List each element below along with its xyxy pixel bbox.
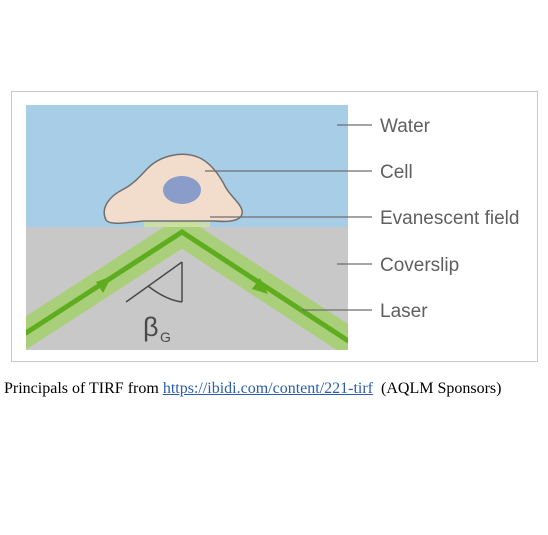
angle-ray — [125, 261, 183, 303]
angle-subscript: G — [160, 329, 171, 345]
caption-prefix: Principals of TIRF from — [4, 380, 163, 397]
cell-nucleus — [163, 176, 201, 204]
figure-caption: Principals of TIRF from https://ibidi.co… — [4, 380, 548, 398]
label-coverslip: Coverslip — [380, 255, 459, 276]
laser-beam — [26, 229, 348, 344]
laser-arrow-in — [96, 276, 112, 293]
label-water: Water — [380, 116, 431, 137]
angle-arc — [147, 285, 183, 303]
label-cell: Cell — [380, 162, 413, 183]
caption-link[interactable]: https://ibidi.com/content/221-tirf — [162, 380, 374, 397]
label-laser: Laser — [380, 301, 428, 322]
caption-suffix: (AQLM Sponsors) — [373, 380, 502, 397]
label-evanescent-field: Evanescent field — [380, 208, 519, 229]
angle-symbol: β — [143, 312, 159, 342]
laser-arrow-out — [252, 278, 268, 294]
